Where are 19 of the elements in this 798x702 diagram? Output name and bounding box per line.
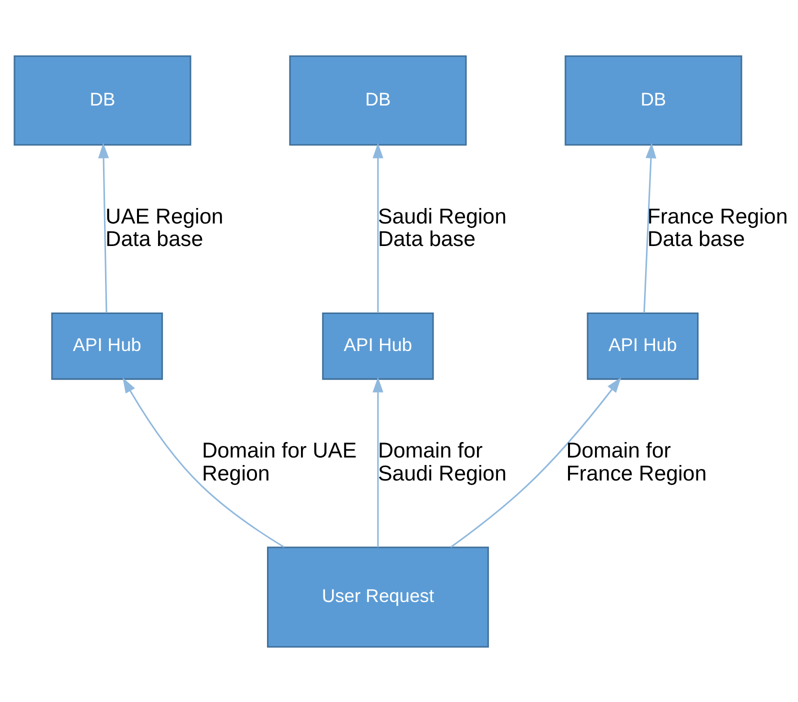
arrow [450, 376, 622, 548]
node-box: API Hub [51, 312, 163, 380]
edge-label: Domain for UAE Region [202, 438, 357, 485]
node-box: API Hub [586, 312, 699, 380]
node-box: DB [289, 54, 467, 146]
edge-label: UAE Region Data base [106, 204, 224, 251]
node-box: User Request [267, 546, 489, 648]
arrow [122, 377, 285, 548]
edge-label: Domain for Saudi Region [378, 438, 507, 485]
arrow [372, 376, 384, 547]
node-box: DB [564, 54, 742, 146]
arrow [643, 142, 656, 312]
arrow [98, 142, 109, 312]
node-box: DB [14, 54, 192, 146]
edge-label: France Region Data base [647, 204, 788, 251]
edge-label: Saudi Region Data base [378, 204, 507, 251]
arrow [372, 142, 384, 312]
edge-label: Domain for France Region [566, 438, 707, 485]
node-box: API Hub [322, 312, 434, 380]
